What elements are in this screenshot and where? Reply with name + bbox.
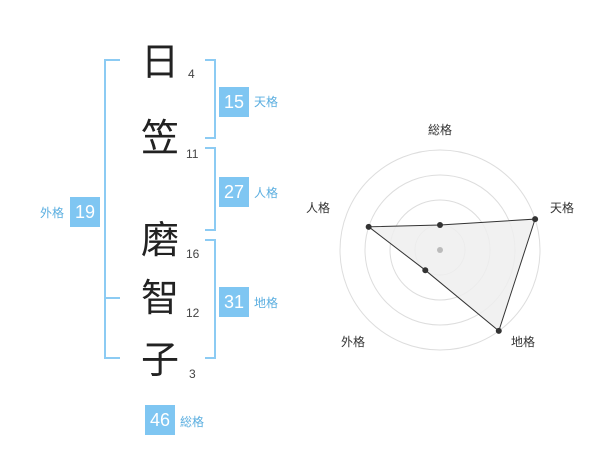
radar-points [365,216,539,334]
chikaku-value: 31 [219,287,249,317]
stroke-count-5: 3 [189,367,196,381]
radar-axis-label-tenkaku: 天格 [550,201,575,215]
name-char-3: 磨 [140,218,179,262]
gaikaku-label: 外格 [40,206,65,220]
radar-axis-label-gaikaku: 外格 [341,335,366,349]
gaikaku-bracket [104,59,120,359]
jinkaku-label: 人格 [254,186,279,200]
radar-center-dot [437,247,443,253]
radar-point-5 [365,223,372,230]
chikaku-label: 地格 [254,296,279,310]
radar-axis-label-jinkaku: 人格 [306,201,331,215]
stroke-count-3: 16 [186,247,200,261]
radar-area [367,218,536,332]
radar-axis-label-soukaku: 総格 [428,123,453,137]
tenkaku-label: 天格 [254,95,279,109]
tenkaku-value: 15 [219,87,249,117]
jinkaku-bracket [205,147,216,231]
stroke-count-2: 11 [186,147,199,161]
stroke-count-4: 12 [186,306,200,320]
radar-point-1 [437,222,443,228]
tenkaku-bracket [205,59,216,139]
radar-point-4 [422,267,429,274]
soukaku-value: 46 [145,405,175,435]
name-char-2: 笠 [140,116,179,160]
name-char-4: 智 [140,276,179,320]
radar-point-2 [532,216,539,223]
jinkaku-value: 27 [219,177,249,207]
chikaku-bracket [205,239,216,359]
radar-axis-label-chikaku: 地格 [511,335,536,349]
name-char-5: 子 [140,338,179,382]
gaikaku-value: 19 [70,197,100,227]
radar-ring-4 [339,149,541,351]
name-char-1: 日 [140,40,179,84]
radar-point-3 [495,327,502,334]
soukaku-label: 総格 [180,415,205,429]
stroke-count-1: 4 [188,67,195,81]
